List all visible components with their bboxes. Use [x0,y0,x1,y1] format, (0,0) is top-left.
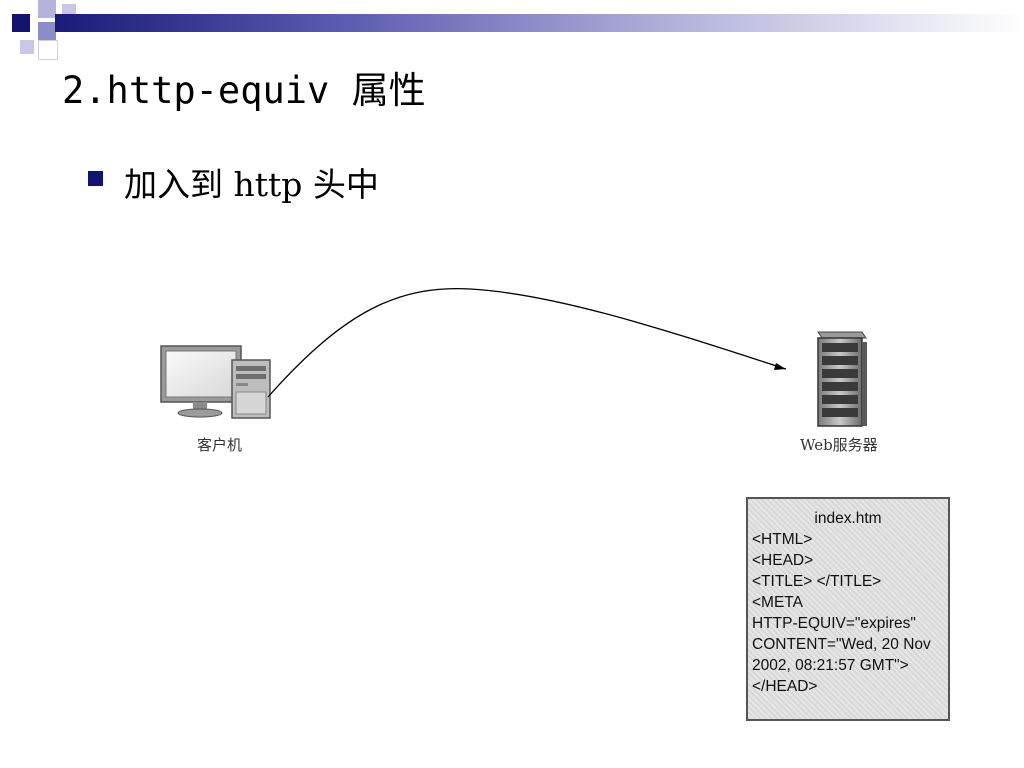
request-arrow [267,287,787,398]
deco-square-mid [38,22,56,40]
deco-square-dark [12,14,30,32]
deco-square-light [38,0,56,18]
code-line: HTTP-EQUIV="expires" [752,615,916,632]
client-computer-icon [160,345,271,419]
code-line: <TITLE> </TITLE> [752,573,882,590]
code-line: </HEAD> [752,678,818,695]
code-line: CONTENT="Wed, 20 Nov [752,636,931,653]
bullet-square-icon [88,171,103,186]
web-server-icon [817,331,867,427]
deco-square-pale [20,40,34,54]
code-line: 2002, 08:21:57 GMT"> [752,657,909,674]
deco-square-white [38,40,58,60]
file-name: index.htm [814,510,882,527]
server-label: Web服务器 [800,436,878,454]
client-label: 客户机 [197,436,243,454]
html-file-box: index.htm <HTML> <HEAD> <TITLE> </TITLE>… [746,497,950,721]
code-line: <META [752,594,803,611]
slide-title: 2.http-equiv 属性 [62,69,426,112]
code-line: <HEAD> [752,552,814,569]
arrow-head-icon [774,363,786,370]
bullet-text: 加入到 http 头中 [124,165,379,204]
title-gradient-bar [55,14,1024,32]
code-line: <HTML> [752,531,813,548]
